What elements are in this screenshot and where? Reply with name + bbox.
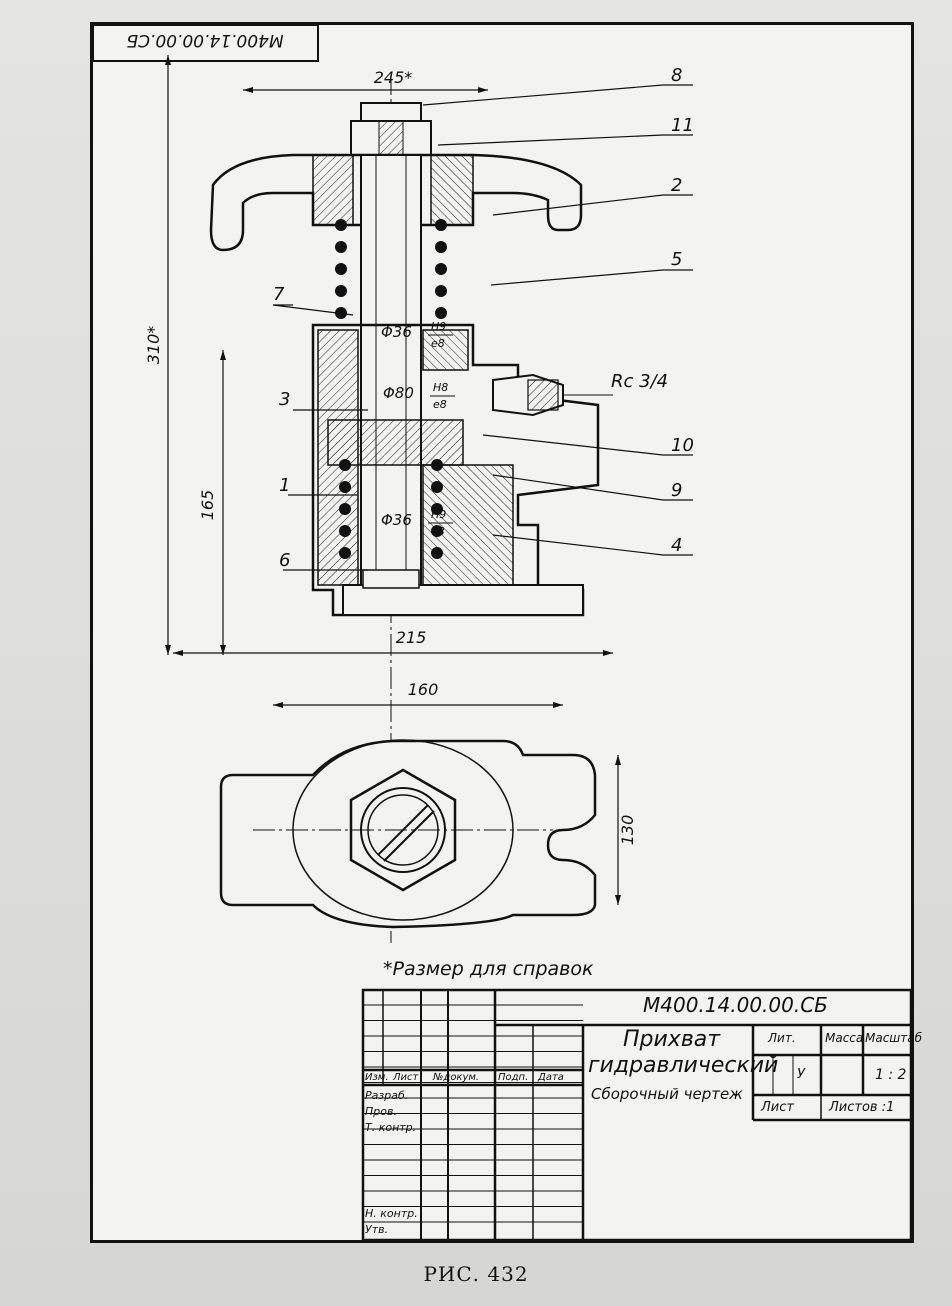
fit3-tol-top: H9 [431,508,446,521]
tb-scale-label: Масштаб [865,1031,923,1045]
rc-thread-text: Rc 3/4 [611,371,668,392]
tb-col-list: Лист [393,1072,419,1083]
assembly-drawing: М400.14.00.00.СБ 245* [93,25,911,1240]
drawing-frame: М400.14.00.00.СБ 245* [90,22,922,1243]
spring-coil [339,481,351,493]
spring-coil [339,503,351,515]
tb-lit-value: У [797,1067,805,1082]
tb-row-prov: Пров. [365,1105,397,1118]
spring-coil [431,459,443,471]
fit1-dia: Φ36 [381,323,412,341]
fit-label-upper: Φ36 H9 e8 [381,320,453,350]
callout-5: 5 [671,249,682,270]
tb-row-tkontr: Т. контр. [365,1121,417,1134]
corner-code-box: М400.14.00.00.СБ [93,25,319,62]
tb-name-2: гидравлический [588,1053,779,1078]
dim-plan-height-text: 130 [618,815,637,846]
callout-1: 1 [279,475,290,496]
tb-col-podp: Подп. [498,1072,529,1083]
corner-code-text: М400.14.00.00.СБ [126,30,283,50]
tb-name-1: Прихват [623,1027,721,1052]
dim-top-width: 245* [243,68,488,93]
callout-numbers: 8 11 2 5 7 3 1 6 10 9 4 [273,65,694,571]
callout-11: 11 [671,115,694,136]
spring-coil [339,547,351,559]
dim-plan-width: 160 [273,680,563,708]
callout-7: 7 [273,284,285,305]
fit-label-lower: Φ36 H9 e8 [381,508,453,538]
callout-6: 6 [279,550,290,571]
fit-label-middle: Φ80 H8 e8 [383,381,455,411]
tb-col-ndoc: №докум. [433,1072,480,1083]
spring-coil [435,263,447,275]
reference-note: *Размер для справок [383,958,594,980]
callout-9: 9 [671,480,682,501]
spring-coil [335,241,347,253]
spring-coil [339,525,351,537]
tb-col-data: Дата [538,1072,564,1083]
spring-coil [431,547,443,559]
fit2-tol-bot: e8 [433,398,447,411]
dim-lower-height: 165 [198,350,226,655]
body-housing [311,323,600,617]
plan-view [219,739,597,929]
callout-2: 2 [671,175,682,196]
callout-4: 4 [671,535,682,556]
tb-sheets-label: Листов :1 [829,1100,895,1115]
tb-col-izm: Изм. [365,1072,389,1083]
tb-lit-label: Лит. [768,1031,796,1045]
fit1-tol-top: H9 [431,320,446,333]
rc-thread-label: Rc 3/4 [563,371,668,396]
tb-code: М400.14.00.00.СБ [643,993,828,1017]
spring-coil [431,503,443,515]
dim-lower-height-text: 165 [198,490,217,521]
dim-total-height-text: 310* [144,326,163,365]
tb-row-nkontr: Н. контр. [365,1207,418,1220]
piston-rod [360,154,422,606]
spring-coil [339,459,351,471]
spring-coil [431,481,443,493]
tb-massa-label: Масса [825,1031,864,1045]
dim-total-height: 310* [144,55,171,655]
dim-base-width: 215 [173,628,613,656]
tb-row-utv: Утв. [365,1223,389,1236]
top-nut [350,102,432,156]
figure-caption: РИС. 432 [423,1262,529,1286]
spring-coil [335,219,347,231]
tb-scale-value: 1 : 2 [875,1067,907,1083]
fit2-dia: Φ80 [383,384,414,402]
callout-8: 8 [671,65,682,86]
fit3-dia: Φ36 [381,511,412,529]
callout-3: 3 [279,389,290,410]
fit2-tol-top: H8 [433,381,448,394]
spring-coil [435,307,447,319]
spring-coil [431,525,443,537]
tb-row-razrab: Разраб. [365,1089,409,1102]
spring-coil [335,285,347,297]
spring-coil [435,241,447,253]
tb-doc-type: Сборочный чертеж [591,1085,743,1103]
spring-coil [335,263,347,275]
callout-leaders [272,84,693,571]
fit1-tol-bot: e8 [431,337,445,350]
dim-top-width-text: 245* [374,68,413,87]
fit3-tol-bot: e8 [431,525,445,538]
spring-coil [435,219,447,231]
dim-plan-width-text: 160 [408,680,439,699]
dim-plan-height: 130 [615,755,637,905]
spring-coil [435,285,447,297]
dim-base-width-text: 215 [396,628,427,647]
tb-sheet-label: Лист [761,1100,794,1115]
title-block-grid [361,988,911,1240]
callout-10: 10 [671,435,694,456]
